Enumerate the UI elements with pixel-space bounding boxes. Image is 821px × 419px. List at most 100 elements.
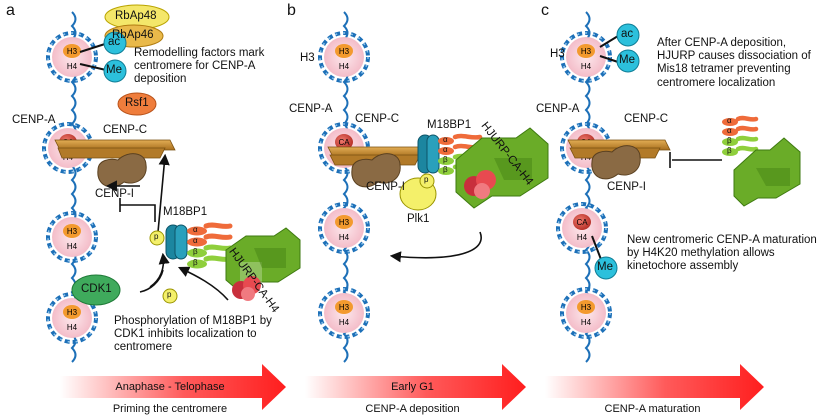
caption-b: CENP-A deposition (365, 403, 460, 415)
stage-label-b: Early G1 (391, 381, 434, 393)
me-mark-c2 (594, 256, 618, 280)
mis18-alpha-2-b: α (443, 145, 448, 154)
caption-c: CENP-A maturation (604, 403, 701, 415)
mis18-beta-1-b: β (443, 155, 448, 164)
panel-c-graphics (567, 23, 801, 280)
cdk1-oval (71, 274, 121, 306)
dissociation-note: After CENP-A deposition, HJURP causes di… (657, 37, 811, 89)
me-label-c: Me (619, 54, 635, 66)
plk1-label: Plk1 (407, 213, 430, 225)
stage-label-a: Anaphase - Telophase (115, 381, 225, 393)
cenpi-shape-c (591, 145, 641, 180)
me-label: Me (106, 64, 122, 76)
h4-text: H4 (67, 242, 78, 251)
panel-a-graphics (54, 4, 301, 306)
cenpa-text: CA (576, 218, 588, 227)
h4-text: H4 (339, 233, 350, 242)
stage-arrows (60, 364, 764, 410)
stage-arrow-a (60, 364, 286, 410)
ac-label-c: ac (621, 28, 634, 40)
cenpa-label-c: CENP-A (536, 103, 580, 115)
hjurp-shape-c (733, 137, 801, 207)
phosphorylation-note: Phosphorylation of M18BP1 by CDK1 inhibi… (114, 315, 272, 354)
rbap48-label: RbAp48 (115, 10, 157, 22)
cenpc-label-a: CENP-C (103, 124, 148, 136)
rsf1-label: Rsf1 (125, 97, 149, 109)
cenpc-label-b: CENP-C (355, 113, 400, 125)
cenpi-shape (97, 153, 147, 188)
stage-arrow-c (545, 364, 764, 410)
h3-label-c: H3 (550, 48, 565, 60)
h4-text: H4 (67, 62, 78, 71)
m18bp1-label-b: M18BP1 (427, 119, 472, 131)
h3-text: H3 (67, 308, 78, 317)
mis18-beta-2-c: β (727, 146, 732, 155)
h4-text: H4 (339, 318, 350, 327)
h3-text: H3 (67, 227, 78, 236)
panel-letter-c: c (541, 2, 549, 19)
h4-text: H4 (67, 323, 78, 332)
remodelling-note: Remodelling factors mark centromere for … (134, 47, 265, 86)
h3-label-b: H3 (300, 52, 315, 64)
mis18-beta-2-b: β (443, 165, 448, 174)
me-mark (103, 59, 127, 83)
phospho-b (419, 173, 435, 189)
stage-arrow-b (305, 364, 526, 410)
phospho-label-b: p (424, 175, 429, 184)
cenpi-shape-b (351, 153, 401, 188)
ac-mark-c (616, 23, 640, 47)
mis18-alpha-2-c: α (727, 126, 732, 135)
h4-text: H4 (581, 318, 592, 327)
cenpa-nucleosome: CA H4 (556, 202, 608, 254)
ac-label: ac (108, 36, 121, 48)
rbap46-label: RbAp46 (112, 29, 154, 41)
mis18-beta-2: β (193, 258, 198, 267)
cenpi-label-a: CENP-I (95, 188, 134, 200)
h3-text: H3 (581, 47, 592, 56)
cenpc-shape (54, 139, 176, 151)
h3-text: H3 (339, 47, 350, 56)
cenpi-label-c: CENP-I (607, 181, 646, 193)
phospho-2 (162, 288, 178, 304)
h4-text: H4 (339, 62, 350, 71)
maturation-note: New centromeric CENP-A maturation by H4K… (627, 234, 817, 273)
panel-letter-a: a (6, 2, 15, 19)
m18bp1-label-a: M18BP1 (163, 206, 208, 218)
mis18-alpha-1: α (193, 225, 198, 234)
cenpa-label-a: CENP-A (12, 114, 56, 126)
mis18-alpha-2: α (193, 236, 198, 245)
hjurp-shape (225, 227, 301, 293)
mis18-alpha-1-c: α (727, 116, 732, 125)
cenpi-label-b: CENP-I (366, 181, 405, 193)
phospho-1 (149, 230, 165, 246)
mis18-beta-1-c: β (727, 136, 732, 145)
mis18-beta-1: β (193, 247, 198, 256)
phospho-label-2: p (167, 290, 172, 299)
cenpa-label-b: CENP-A (289, 103, 333, 115)
mis18-alpha-1-b: α (443, 135, 448, 144)
cenpc-label-c: CENP-C (624, 113, 669, 125)
panel-b-graphics (327, 127, 549, 263)
h4-text: H4 (581, 62, 592, 71)
me-label-c2: Me (597, 261, 613, 273)
caption-a: Priming the centromere (112, 403, 228, 415)
me-mark-c (616, 49, 640, 73)
panel-letter-b: b (287, 2, 296, 19)
cdk1-label: CDK1 (81, 283, 112, 295)
ac-mark (103, 31, 127, 55)
h3-text: H3 (339, 218, 350, 227)
phospho-label-1: p (154, 232, 159, 241)
h4-text: H4 (577, 233, 588, 242)
cenpa-text: CA (338, 138, 350, 147)
h3-text: H3 (67, 47, 78, 56)
rsf1-oval (117, 92, 157, 116)
h3-text: H3 (581, 303, 592, 312)
